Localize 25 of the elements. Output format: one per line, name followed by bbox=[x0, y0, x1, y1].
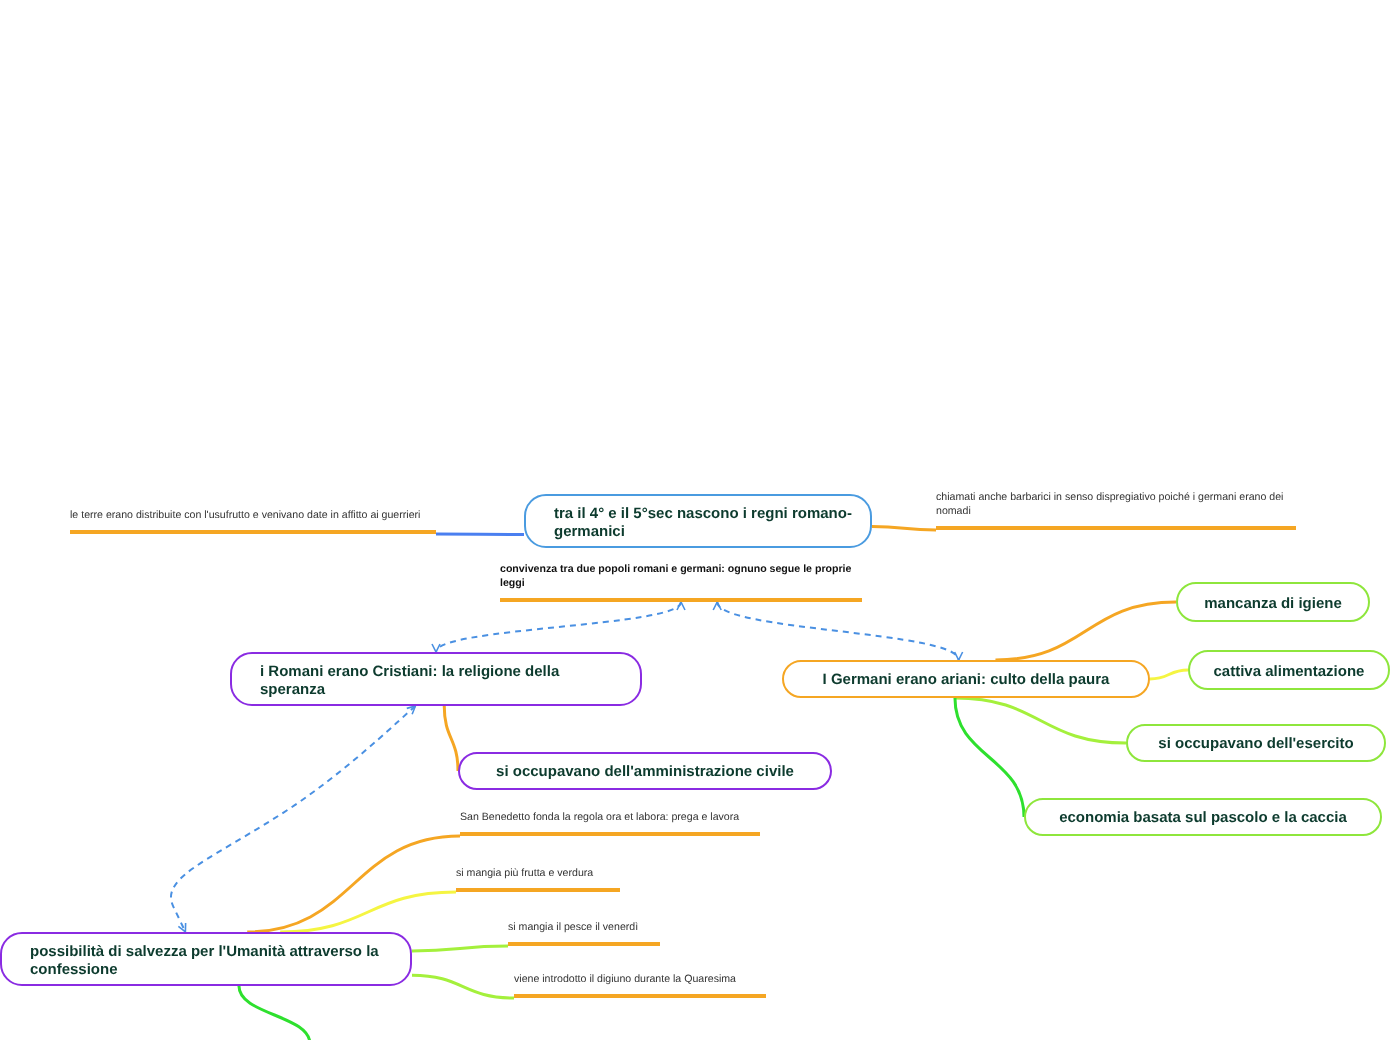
topic-box bbox=[1024, 798, 1382, 836]
topic-box bbox=[524, 494, 872, 548]
connector bbox=[411, 973, 515, 1000]
underlined-note bbox=[500, 558, 862, 602]
topic-box bbox=[782, 660, 1150, 698]
connector bbox=[442, 705, 460, 772]
connector bbox=[872, 524, 936, 532]
connector bbox=[954, 696, 1127, 745]
connector bbox=[953, 697, 1026, 818]
connector bbox=[436, 532, 524, 536]
dashed-connector bbox=[170, 705, 417, 933]
connector bbox=[995, 600, 1177, 662]
dashed-connector bbox=[716, 601, 960, 661]
topic-box bbox=[1188, 650, 1390, 690]
dashed-connector bbox=[435, 601, 682, 653]
connector bbox=[280, 890, 457, 934]
topic-box bbox=[458, 752, 832, 790]
topic-box bbox=[230, 652, 642, 706]
connector bbox=[412, 944, 508, 953]
connector bbox=[1149, 668, 1189, 681]
connector bbox=[247, 834, 461, 934]
topic-box bbox=[1126, 724, 1386, 762]
connector bbox=[237, 985, 312, 1040]
topic-box bbox=[0, 932, 412, 986]
topic-box bbox=[1176, 582, 1370, 622]
